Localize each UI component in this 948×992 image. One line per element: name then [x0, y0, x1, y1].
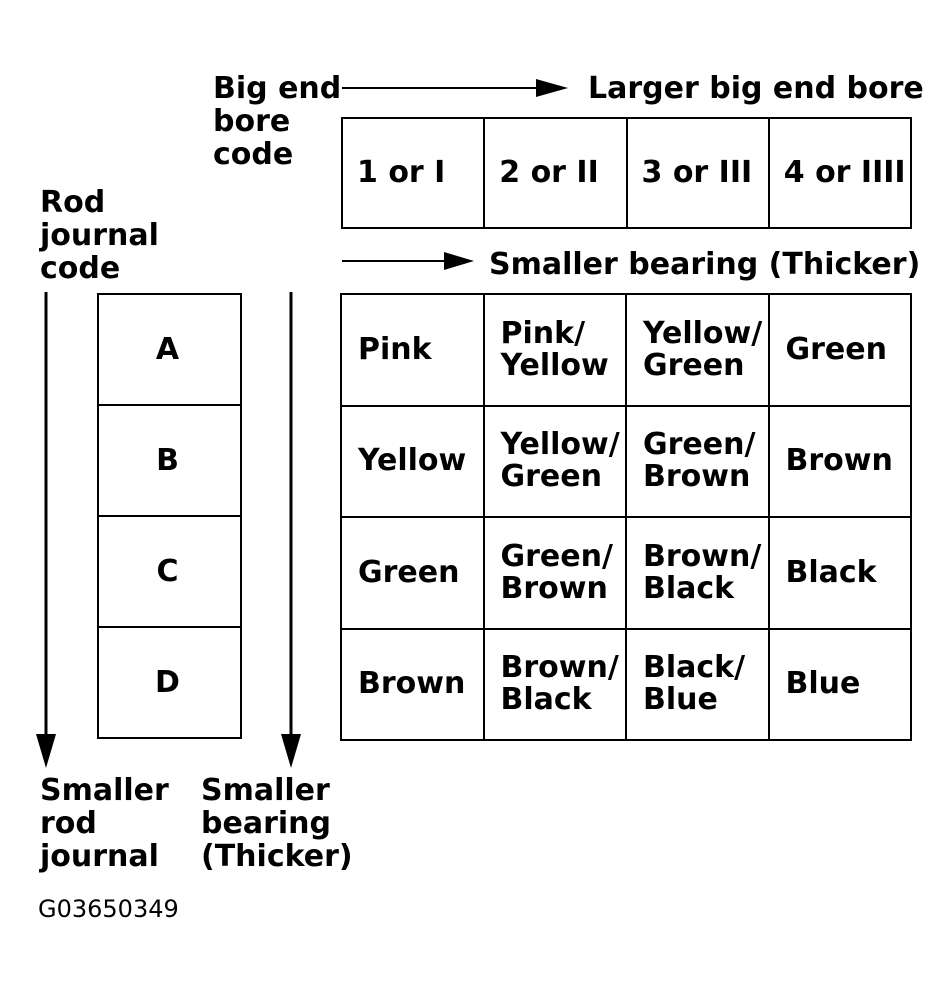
- bearing-color-text: Black/ Blue: [643, 650, 746, 718]
- arrow-larger-bore: [342, 79, 568, 97]
- journal-code-cell: A: [97, 293, 242, 406]
- bearing-color-text: Brown: [358, 666, 466, 702]
- bearing-color-text: Brown/ Black: [643, 538, 762, 606]
- bore-code-table: 1 or I 2 or II 3 or III 4 or IIII: [341, 117, 912, 229]
- bearing-color-cell: Yellow: [340, 404, 485, 518]
- bearing-color-text: Green: [358, 554, 460, 590]
- bearing-color-text: Yellow/ Green: [500, 427, 620, 495]
- bore-code-cell: 3 or III: [625, 117, 770, 229]
- bearing-color-text: Pink: [358, 331, 432, 367]
- arrow-smaller-bearing-down: [281, 292, 301, 768]
- journal-code-cell: B: [97, 404, 242, 517]
- arrow-smaller-bearing-right: [342, 252, 474, 270]
- bearing-color-cell: Blue: [767, 627, 912, 741]
- bearing-color-cell: Pink/ Yellow: [482, 293, 627, 407]
- bearing-color-cell: Brown: [767, 404, 912, 518]
- bearing-color-cell: Yellow/ Green: [482, 404, 627, 518]
- bore-code-cell: 4 or IIII: [767, 117, 912, 229]
- journal-code-text: A: [155, 331, 180, 367]
- bearing-color-cell: Pink: [340, 293, 485, 407]
- smaller-rod-journal-label: Smaller rod journal: [40, 773, 169, 874]
- journal-code-text: D: [155, 664, 180, 700]
- rod-journal-code-table: A B C D: [97, 293, 242, 739]
- bearing-color-text: Yellow/ Green: [643, 315, 763, 383]
- journal-code-cell: D: [97, 626, 242, 739]
- bearing-color-table: Pink Pink/ Yellow Yellow/ Green Green Ye…: [340, 293, 912, 741]
- smaller-bearing-thicker-bottom-label: Smaller bearing (Thicker): [201, 773, 353, 874]
- bearing-color-text: Brown/ Black: [500, 650, 619, 718]
- journal-code-text: C: [156, 553, 179, 589]
- bearing-color-cell: Black/ Blue: [625, 627, 770, 741]
- bearing-color-cell: Green/ Brown: [482, 516, 627, 630]
- bearing-color-text: Blue: [785, 666, 861, 702]
- bore-code-text: 3 or III: [641, 155, 753, 190]
- rod-journal-code-label: Rod journal code: [40, 185, 159, 286]
- bearing-color-text: Green: [785, 331, 887, 367]
- bearing-color-text: Brown: [785, 443, 893, 479]
- bearing-color-cell: Green: [767, 293, 912, 407]
- figure-code: G03650349: [38, 895, 179, 923]
- journal-code-text: B: [156, 442, 179, 478]
- big-end-bore-code-label: Big end bore code: [213, 71, 342, 172]
- bore-code-cell: 1 or I: [341, 117, 486, 229]
- bearing-color-cell: Brown: [340, 627, 485, 741]
- journal-code-cell: C: [97, 515, 242, 628]
- bearing-color-cell: Green: [340, 516, 485, 630]
- bore-code-text: 1 or I: [357, 155, 446, 190]
- bearing-color-cell: Brown/ Black: [625, 516, 770, 630]
- bearing-color-text: Pink/ Yellow: [500, 315, 609, 383]
- bore-code-text: 2 or II: [499, 155, 599, 190]
- bearing-color-cell: Green/ Brown: [625, 404, 770, 518]
- larger-big-end-bore-label: Larger big end bore: [588, 71, 924, 106]
- bearing-color-cell: Black: [767, 516, 912, 630]
- bearing-color-cell: Brown/ Black: [482, 627, 627, 741]
- smaller-bearing-thicker-label: Smaller bearing (Thicker): [489, 247, 921, 282]
- bearing-color-text: Black: [785, 554, 877, 590]
- bearing-color-cell: Yellow/ Green: [625, 293, 770, 407]
- bearing-color-text: Green/ Brown: [643, 427, 756, 495]
- bore-code-text: 4 or IIII: [783, 155, 906, 190]
- bearing-color-text: Yellow: [358, 443, 467, 479]
- bearing-color-text: Green/ Brown: [500, 538, 613, 606]
- arrow-smaller-rod-journal: [36, 292, 56, 768]
- bore-code-cell: 2 or II: [483, 117, 628, 229]
